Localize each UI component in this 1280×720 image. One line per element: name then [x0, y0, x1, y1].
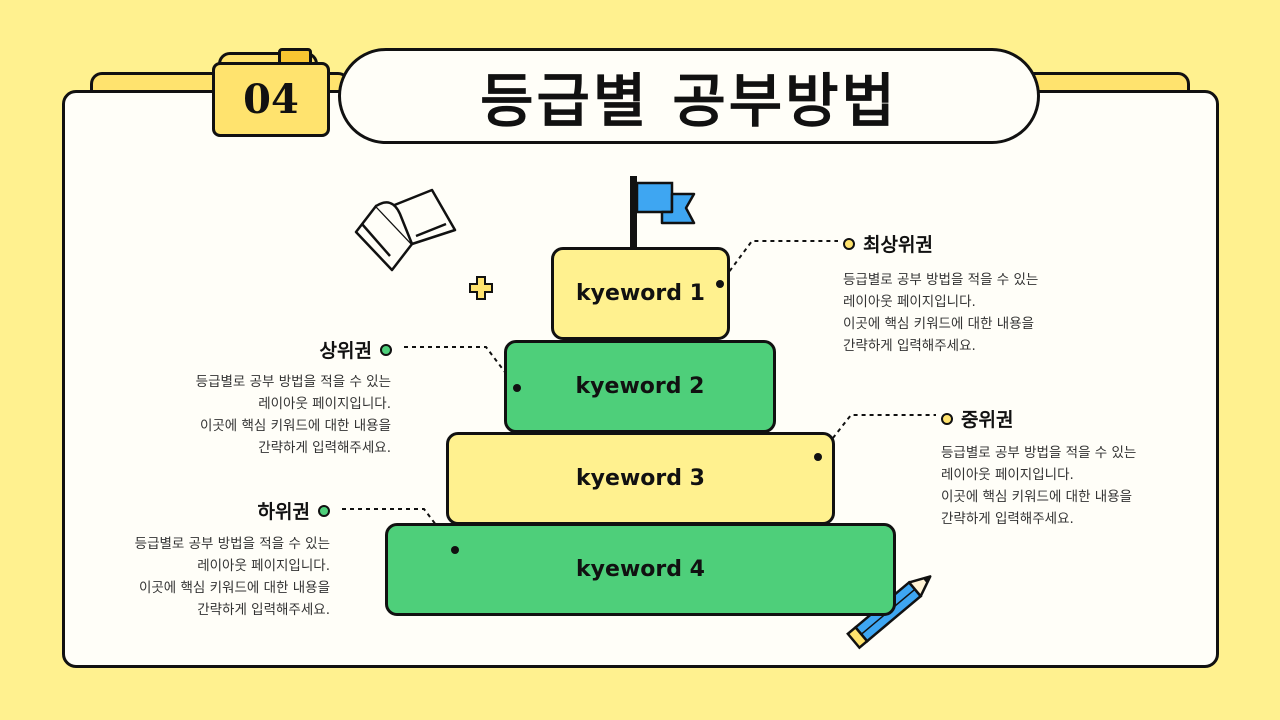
- pyramid-step-3: kyeword 3: [446, 432, 835, 525]
- callout-middle-line: 레이아웃 페이지입니다.: [941, 467, 1074, 483]
- callout-middle-title-text: 중위권: [961, 409, 1014, 431]
- callout-lower-line: 레이아웃 페이지입니다.: [197, 558, 330, 574]
- flag-icon: [630, 176, 696, 248]
- callout-lower-desc: 등급별로 공부 방법을 적을 수 있는 레이아웃 페이지입니다. 이곳에 핵심 …: [135, 533, 330, 621]
- callout-top-dot: [843, 237, 855, 250]
- callout-middle-desc: 등급별로 공부 방법을 적을 수 있는 레이아웃 페이지입니다. 이곳에 핵심 …: [941, 442, 1136, 530]
- callout-top-title: 최상위권: [843, 230, 933, 257]
- callout-middle-title: 중위권: [941, 405, 1013, 432]
- callout-lower-line: 이곳에 핵심 키워드에 대한 내용을: [138, 580, 330, 596]
- callout-top-line: 등급별로 공부 방법을 적을 수 있는: [843, 272, 1039, 288]
- pyramid-step-2: kyeword 2: [504, 340, 776, 433]
- pyramid-step-4: kyeword 4: [385, 523, 896, 616]
- callout-upper-dot: [380, 343, 392, 356]
- pyramid-step-2-label: kyeword 2: [575, 374, 705, 399]
- callout-upper-title: 상위권: [320, 336, 392, 363]
- slide-number: 04: [243, 76, 299, 123]
- callout-lower-line: 간략하게 입력해주세요.: [197, 602, 330, 618]
- callout-upper-desc: 등급별로 공부 방법을 적을 수 있는 레이아웃 페이지입니다. 이곳에 핵심 …: [196, 371, 391, 459]
- pyramid-step-3-label: kyeword 3: [576, 466, 705, 491]
- callout-lower-title-text: 하위권: [257, 501, 310, 523]
- page-title: 등급별 공부방법: [480, 67, 898, 135]
- callout-lower-title: 하위권: [258, 497, 330, 524]
- callout-middle-line: 이곳에 핵심 키워드에 대한 내용을: [941, 489, 1133, 505]
- callout-upper-line: 간략하게 입력해주세요.: [258, 440, 391, 456]
- pyramid-step-4-label: kyeword 4: [576, 557, 705, 582]
- callout-middle-line: 간략하게 입력해주세요.: [941, 511, 1074, 527]
- title-pill: 등급별 공부방법: [338, 48, 1040, 144]
- callout-upper-line: 이곳에 핵심 키워드에 대한 내용을: [199, 418, 391, 434]
- callout-top-line: 이곳에 핵심 키워드에 대한 내용을: [843, 316, 1035, 332]
- callout-upper-title-text: 상위권: [319, 340, 372, 362]
- callout-upper-line: 레이아웃 페이지입니다.: [258, 396, 391, 412]
- callout-lower-line: 등급별로 공부 방법을 적을 수 있는: [134, 536, 330, 552]
- callout-middle-line: 등급별로 공부 방법을 적을 수 있는: [941, 445, 1137, 461]
- callout-upper-line: 등급별로 공부 방법을 적을 수 있는: [195, 374, 391, 390]
- plus-icon: [469, 276, 493, 300]
- callout-top-desc: 등급별로 공부 방법을 적을 수 있는 레이아웃 페이지입니다. 이곳에 핵심 …: [843, 269, 1038, 357]
- slide-number-badge: 04: [212, 62, 330, 137]
- book-icon: [354, 188, 457, 272]
- callout-top-title-text: 최상위권: [863, 234, 933, 256]
- pyramid-step-1-label: kyeword 1: [576, 281, 705, 306]
- callout-middle-dot: [941, 412, 953, 425]
- callout-lower-dot: [318, 504, 330, 517]
- callout-top-line: 레이아웃 페이지입니다.: [843, 294, 976, 310]
- callout-top-line: 간략하게 입력해주세요.: [843, 338, 976, 354]
- pyramid-step-1: kyeword 1: [551, 247, 730, 340]
